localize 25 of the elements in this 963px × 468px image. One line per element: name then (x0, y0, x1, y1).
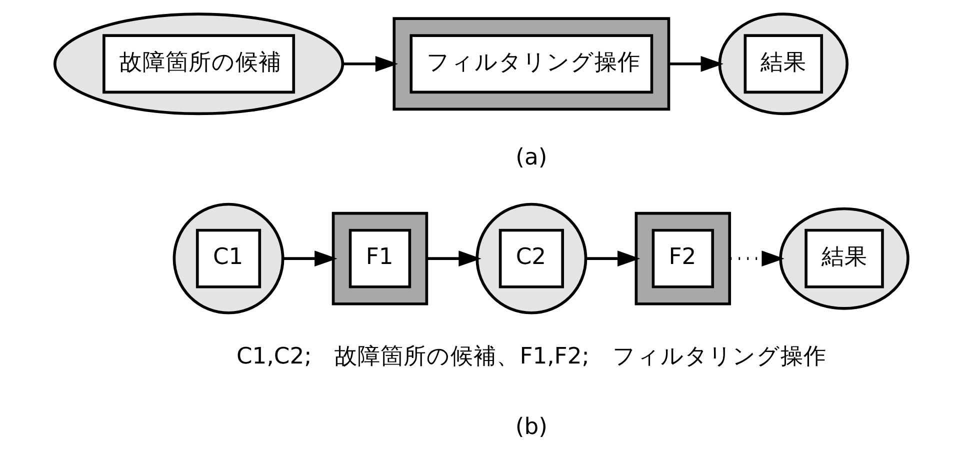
node-text: フィルタリング操作 (426, 49, 641, 76)
cluster (172, 202, 284, 314)
label: C1,C2; 故障箇所の候補、F1,F2; フィルタリング操作 (236, 343, 826, 370)
cluster (476, 202, 588, 314)
node-text: C2 (516, 244, 546, 270)
node-text: F2 (668, 244, 696, 270)
cluster (54, 12, 344, 116)
label: (a) (516, 144, 548, 171)
label: (b) (515, 414, 548, 440)
node-text: 故障箇所の候補 (120, 49, 282, 76)
arrow (426, 250, 482, 267)
arrow (282, 250, 338, 267)
cluster (634, 212, 732, 306)
node-text: C1 (212, 244, 244, 270)
arrow (586, 250, 640, 267)
node-text: F1 (366, 244, 394, 270)
arrow (343, 56, 398, 72)
arrow (669, 56, 724, 72)
cluster (718, 12, 849, 116)
node-text: 結果 (760, 49, 807, 76)
arrow (730, 250, 784, 267)
node-text: 結果 (822, 244, 868, 270)
cluster (392, 17, 670, 111)
cluster (332, 212, 428, 306)
cluster (779, 207, 910, 310)
